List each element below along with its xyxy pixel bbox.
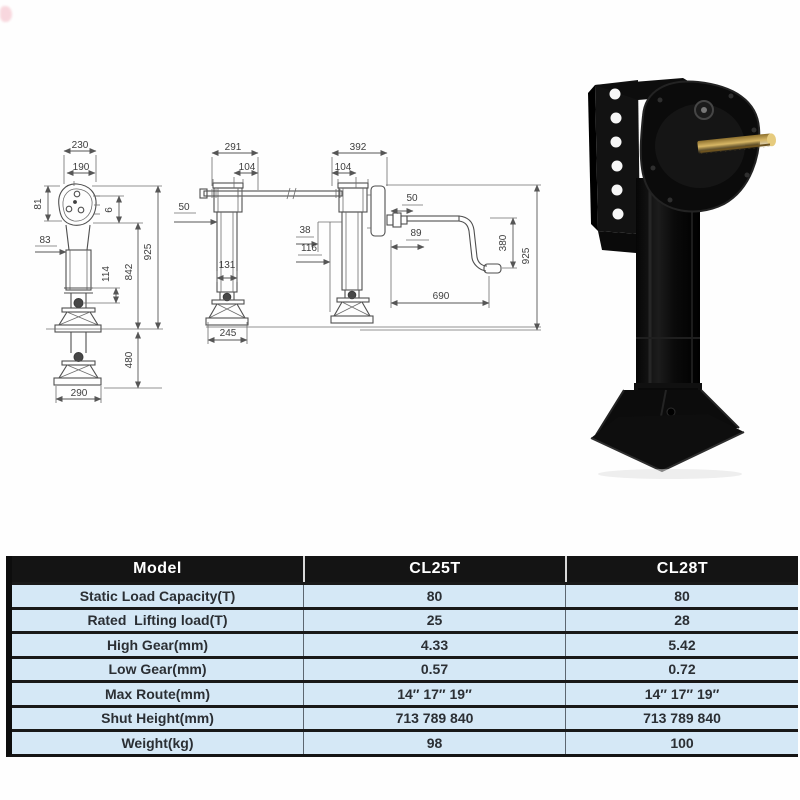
cell-cl28t: 14″ 17″ 19″ [565, 683, 798, 705]
cell-cl28t: 100 [565, 732, 798, 754]
dim-side-extended-height: 842 [124, 263, 135, 280]
dimension-drawing: 230 190 81 83 6 842 925 114 480 29 [33, 140, 541, 403]
dim-front-side-gap: 50 [178, 202, 190, 213]
dim-side-top-width: 230 [72, 140, 89, 151]
row-label: Max Route(mm) [104, 685, 210, 702]
cell-cl25t: 98 [303, 732, 565, 754]
watermark-artifact [0, 6, 12, 22]
header-cl25t: CL25T [303, 556, 565, 582]
dim-front-left-offset: 104 [239, 162, 256, 173]
dim-side-inner-width: 190 [73, 162, 90, 173]
dim-side-foot-width: 290 [71, 388, 88, 399]
dim-side-pin-spacing: 114 [101, 266, 112, 282]
header-cl28t: CL28T [565, 556, 798, 582]
dim-front-leg-width: 131 [219, 260, 236, 271]
dim-crank-handle-offset: 89 [410, 228, 422, 239]
row-label: High Gear(mm) [106, 636, 209, 653]
cell-cl25t: 0.57 [303, 658, 565, 680]
cell-cl25t: 14″ 17″ 19″ [303, 683, 565, 705]
dim-front-bracket-offset: 38 [299, 225, 311, 236]
side-view: 230 190 81 83 6 842 925 114 480 29 [33, 140, 163, 403]
row-label: Static Load Capacity(T) [79, 587, 236, 604]
cell-cl25t: 4.33 [303, 634, 565, 656]
front-view: 291 104 392 104 50 131 245 38 116 [174, 142, 541, 344]
dim-crank-handle-drop: 380 [498, 234, 509, 251]
dim-front-foot-width: 245 [220, 328, 237, 339]
cell-cl28t: 80 [565, 585, 798, 607]
dim-front-right-offset: 104 [335, 162, 352, 173]
dim-side-mount-offset: 83 [39, 235, 51, 246]
dim-crank-total-height: 925 [521, 247, 532, 264]
header-model: Model [133, 560, 182, 577]
dim-front-bracket-depth: 116 [301, 243, 317, 254]
table-row: Weight(kg) 98 100 [12, 729, 798, 754]
dim-side-gap: 6 [104, 207, 115, 213]
landing-gear-body [588, 78, 777, 479]
row-label: Weight(kg) [121, 734, 194, 751]
table-row: Shut Height(mm) 713 789 840 713 789 840 [12, 704, 798, 729]
cell-cl28t: 713 789 840 [565, 707, 798, 729]
row-label: Rated Lifting load(T) [87, 612, 228, 629]
cell-cl28t: 5.42 [565, 634, 798, 656]
dim-front-right-top-width: 392 [350, 142, 367, 153]
row-label: Shut Height(mm) [101, 710, 214, 727]
dim-front-left-top-width: 291 [225, 142, 242, 153]
cell-cl25t: 80 [303, 585, 565, 607]
spec-table: Model CL25T CL28T Static Load Capacity(T… [6, 556, 798, 757]
cell-cl28t: 28 [565, 609, 798, 631]
dim-side-travel: 480 [124, 351, 135, 368]
dim-side-bracket-height: 81 [33, 198, 44, 210]
table-row: Rated Lifting load(T) 25 28 [12, 606, 798, 631]
table-row: High Gear(mm) 4.33 5.42 [12, 631, 798, 656]
dim-crank-handle-reach: 690 [433, 291, 450, 302]
brass-input-shaft [697, 133, 777, 154]
cell-cl28t: 0.72 [565, 658, 798, 680]
crank-view: 50 89 380 690 925 [360, 184, 541, 331]
cell-cl25t: 25 [303, 609, 565, 631]
cell-cl25t: 713 789 840 [303, 707, 565, 729]
table-row: Max Route(mm) 14″ 17″ 19″ 14″ 17″ 19″ [12, 680, 798, 705]
dim-crank-shaft-offset: 50 [406, 193, 418, 204]
spec-table-header-row: Model CL25T CL28T [12, 556, 798, 582]
product-photo [588, 78, 777, 479]
table-row: Low Gear(mm) 0.57 0.72 [12, 655, 798, 680]
table-row: Static Load Capacity(T) 80 80 [12, 582, 798, 607]
dim-side-total-height: 925 [143, 243, 154, 260]
row-label: Low Gear(mm) [108, 661, 207, 678]
